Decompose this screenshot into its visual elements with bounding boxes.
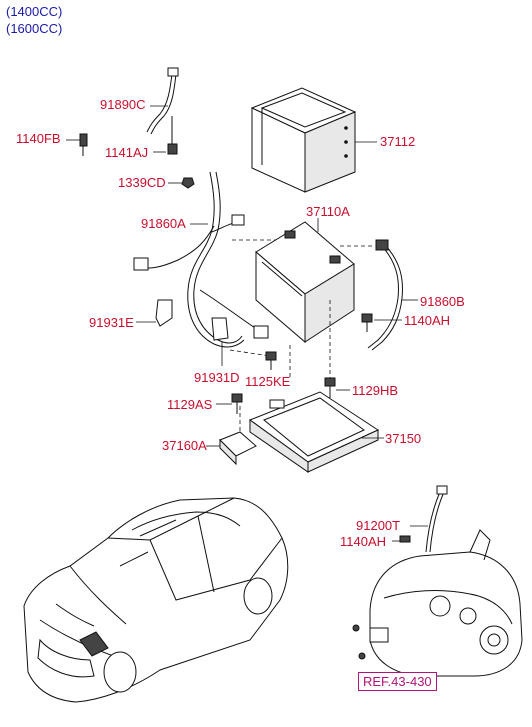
transmission-illustration	[352, 485, 523, 677]
label-1141AJ: 1141AJ	[105, 145, 149, 160]
label-1129HB: 1129HB	[352, 383, 399, 398]
label-37150: 37150	[385, 431, 422, 446]
harness-91860A	[133, 171, 269, 348]
label-1140FB: 1140FB	[16, 131, 61, 146]
label-1140AH-upper: 1140AH	[404, 313, 451, 328]
nut-1339CD	[168, 177, 195, 189]
label-91931D: 91931D	[194, 370, 240, 385]
label-91200T: 91200T	[356, 518, 401, 533]
bracket-37160A	[206, 431, 257, 466]
cable-91890C	[146, 67, 179, 155]
label-37160A: 37160A	[162, 438, 207, 453]
label-91890C: 91890C	[100, 97, 146, 112]
label-1129AS: 1129AS	[167, 397, 213, 412]
label-37112: 37112	[380, 134, 416, 149]
cable-91860B	[367, 239, 418, 351]
label-1125KE: 1125KE	[245, 374, 291, 389]
bolt-1140AH-upper	[361, 313, 402, 332]
bolt-1140FB	[66, 133, 88, 156]
bolt-1125KE	[265, 351, 277, 370]
battery-box-37112	[250, 87, 377, 193]
label-1339CD: 1339CD	[118, 175, 166, 190]
clip-91931D	[211, 317, 229, 366]
variant-1600cc: (1600CC)	[6, 21, 63, 36]
car-illustration	[23, 497, 289, 703]
label-91860B: 91860B	[420, 294, 465, 309]
label-91860A: 91860A	[141, 216, 186, 231]
label-1140AH-lower: 1140AH	[340, 534, 387, 549]
label-37110A: 37110A	[306, 204, 350, 219]
bolt-1129AS	[216, 393, 243, 414]
battery-37110A	[255, 218, 355, 344]
label-91931E: 91931E	[89, 315, 134, 330]
bolt-1129HB	[324, 377, 350, 398]
clip-91931E	[136, 299, 173, 327]
variant-1400cc: (1400CC)	[6, 4, 63, 19]
reference-link[interactable]: REF.43-430	[358, 672, 437, 691]
tray-37150	[248, 391, 384, 473]
